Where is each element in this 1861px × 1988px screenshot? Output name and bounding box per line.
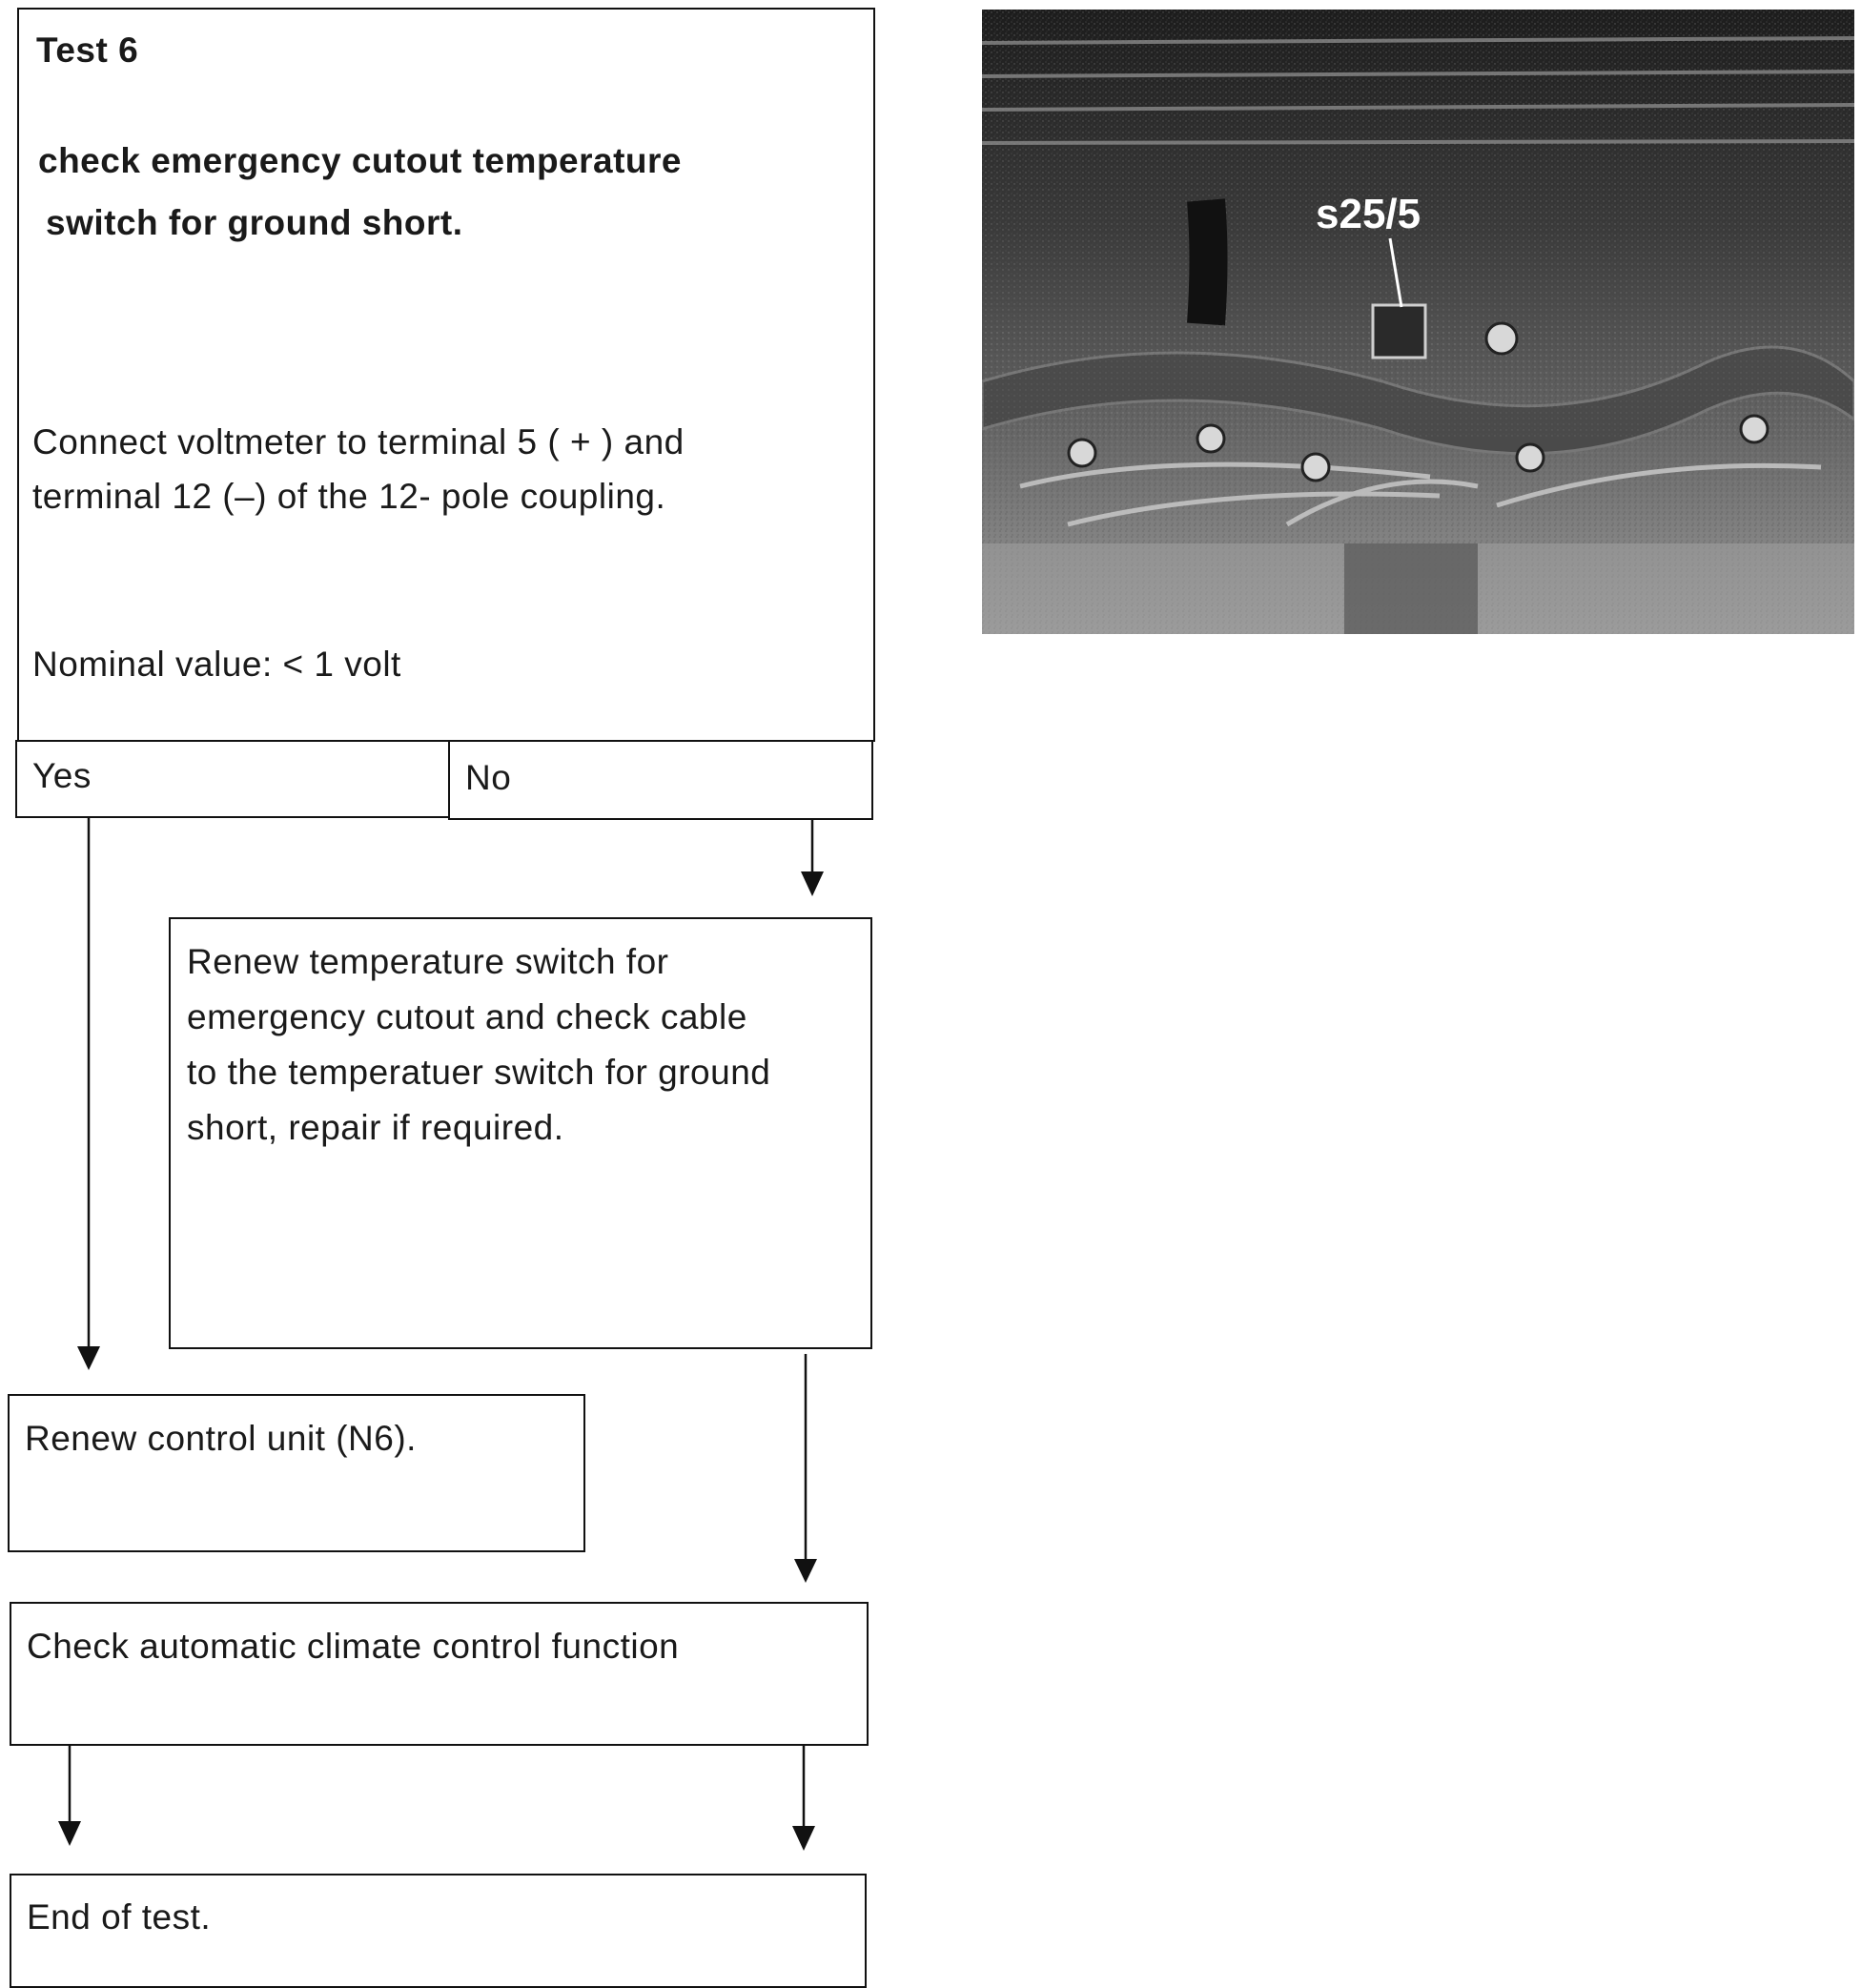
arrowhead-yes [77,1346,100,1370]
test-heading-line1: check emergency cutout temperature [38,141,683,180]
instruction-line1: Connect voltmeter to terminal 5 ( + ) an… [32,422,685,461]
engine-photo-graphic [982,10,1854,634]
check-function-text: Check automatic climate control function [27,1627,680,1666]
test-heading-line2: switch for ground short. [46,203,463,242]
engine-photo [982,10,1854,634]
end-text: End of test. [27,1897,212,1937]
check-function-box [10,1602,869,1746]
test-box [17,8,875,742]
renew-switch-box [169,917,872,1349]
end-box [10,1874,867,1988]
no-cell [448,740,873,820]
arrowhead-end-right [792,1826,815,1851]
renew-control-text: Renew control unit (N6). [25,1419,417,1458]
renew-switch-line2: emergency cutout and check cable [187,997,747,1036]
nominal-value: Nominal value: < 1 volt [32,645,401,684]
renew-control-box [8,1394,585,1552]
yes-label: Yes [32,756,92,795]
test-title: Test 6 [36,31,139,70]
renew-switch-line4: short, repair if required. [187,1108,564,1147]
photo-label: s25/5 [1316,191,1421,237]
yes-cell [15,740,450,818]
arrowhead-no [801,871,824,896]
no-label: No [465,758,512,797]
renew-switch-line1: Renew temperature switch for [187,942,669,981]
instruction-line2: terminal 12 (–) of the 12- pole coupling… [32,477,666,516]
renew-switch-line3: to the temperatuer switch for ground [187,1053,771,1092]
arrowhead-end-left [58,1821,81,1846]
arrowhead-switch [794,1559,817,1583]
